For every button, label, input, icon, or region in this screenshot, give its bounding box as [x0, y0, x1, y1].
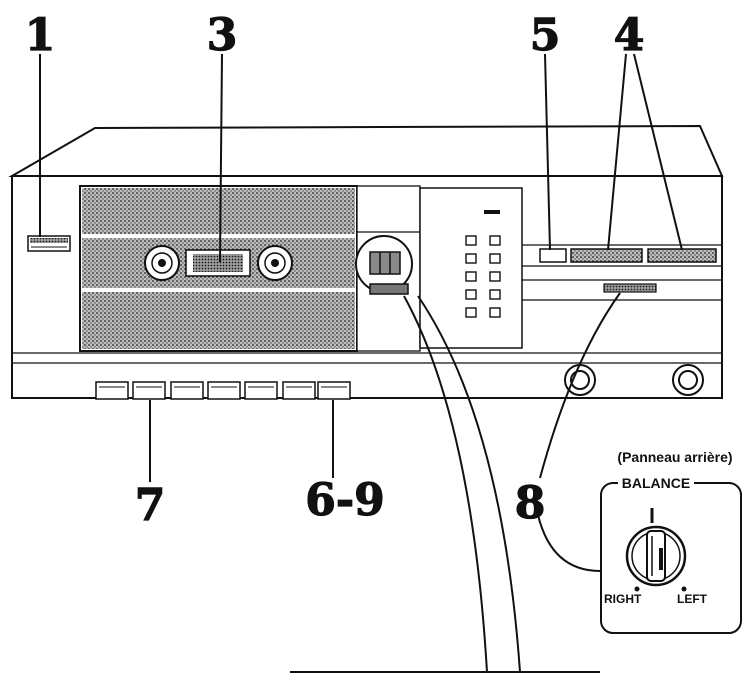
right-position-dot	[634, 586, 640, 592]
control-4b	[647, 248, 717, 263]
control-5	[539, 248, 567, 263]
callout-line-5	[544, 53, 551, 251]
callout-number-4: 4	[614, 10, 645, 61]
balance-knob	[625, 525, 687, 587]
cassette-compartment	[79, 185, 358, 352]
balance-inset: BALANCE RIGHT LEFT	[600, 475, 742, 634]
right-section	[522, 244, 722, 301]
tape-window	[185, 249, 251, 277]
callout-number-3: 3	[207, 10, 238, 61]
callout-number-8: 8	[515, 478, 546, 529]
control-4a	[570, 248, 643, 263]
cassette-band-bottom	[82, 292, 355, 349]
callout-line-8-inset	[537, 514, 603, 573]
mode-selector-switch	[369, 251, 401, 275]
leader-curve-left	[403, 295, 488, 673]
callout-number-1: 1	[25, 10, 56, 61]
right-jack	[672, 364, 704, 396]
left-reel	[144, 245, 180, 281]
left-position-dot	[681, 586, 687, 592]
right-reel	[257, 245, 293, 281]
leader-curve-right	[417, 295, 521, 673]
indicator-grid	[465, 235, 501, 318]
right-label: RIGHT	[604, 592, 642, 606]
middle-control-section	[355, 185, 421, 352]
selector-button	[369, 283, 409, 295]
callout-line-4b	[633, 53, 683, 251]
left-label: LEFT	[677, 592, 708, 606]
transport-buttons	[95, 381, 351, 400]
cassette-band-top	[82, 188, 355, 234]
callout-number-5: 5	[530, 10, 561, 61]
rear-panel-caption: (Panneau arrière)	[617, 449, 732, 465]
control-8	[603, 283, 657, 293]
power-switch	[27, 235, 71, 252]
callout-line-4a	[607, 53, 627, 251]
indicator-panel	[419, 187, 523, 349]
inset-title-backdrop	[618, 476, 694, 490]
callout-lines	[39, 53, 683, 673]
inset-title: BALANCE	[622, 475, 690, 491]
callout-number-6-9: 6-9	[305, 475, 385, 526]
callout-number-7: 7	[135, 480, 166, 531]
callout-line-8-up	[539, 292, 621, 479]
callout-line-3	[219, 53, 223, 263]
